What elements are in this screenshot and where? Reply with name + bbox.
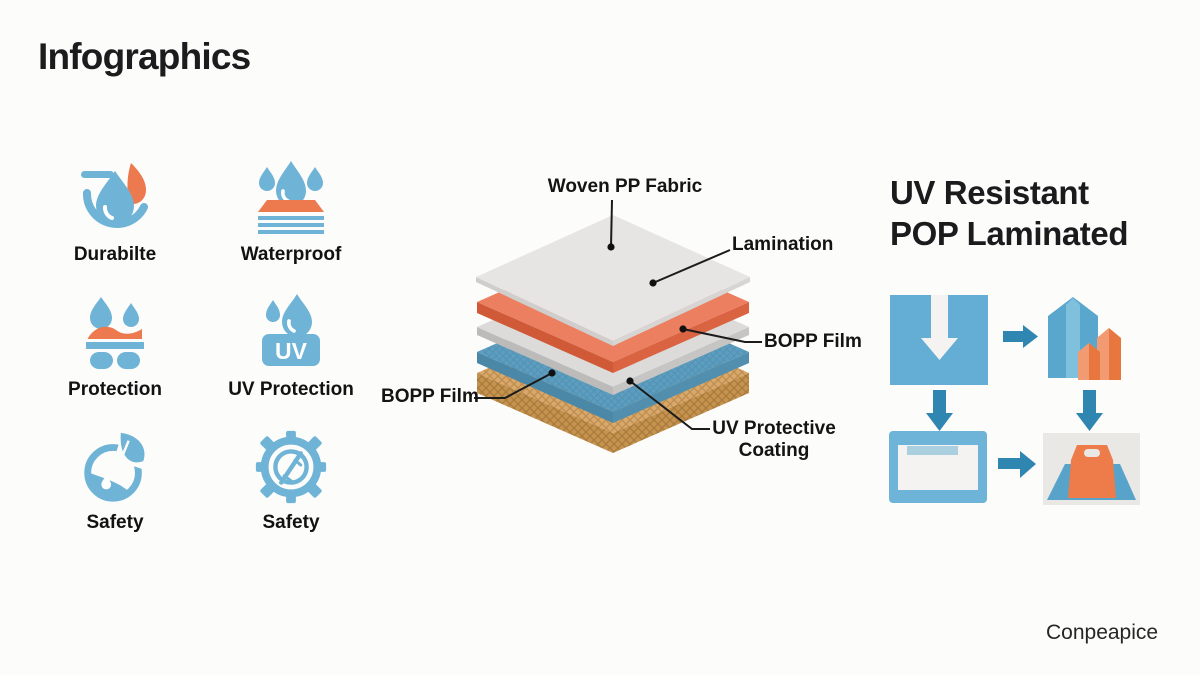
protection-drops-icon [86, 297, 144, 369]
leaf-safety-icon [84, 431, 154, 502]
label-uv-protective-line2: Coating [738, 440, 810, 461]
process-heading: UV Resistant POP Laminated [890, 172, 1129, 254]
feature-label: Safety [262, 512, 320, 533]
feature-protection: Protection [27, 293, 203, 401]
laminate-pouch-icon [889, 431, 987, 503]
feature-label: UV Protection [228, 379, 354, 400]
label-woven-pp-fabric: Woven PP Fabric [547, 176, 703, 197]
package-box-icon [1048, 297, 1121, 380]
arrow-down-icon [1076, 390, 1103, 431]
label-bopp-film-left: BOPP Film [381, 386, 479, 407]
label-lamination: Lamination [732, 234, 834, 255]
uv-shield-icon: UV [262, 294, 320, 366]
arrow-right-icon [1003, 325, 1038, 348]
label-uv-protective-coating: UV Protective Coating [708, 418, 840, 462]
feature-uv-protection: UV UV Protection [203, 293, 379, 401]
brand-text: Conpeapice [1046, 621, 1159, 644]
feature-durability: Durabilte [27, 158, 203, 266]
arrow-down-icon [926, 390, 953, 431]
feature-safety-gear: Safety [203, 428, 379, 534]
arrow-right-icon [998, 451, 1036, 478]
press-down-icon [890, 295, 988, 385]
feature-label: Waterproof [240, 244, 342, 265]
page-title: Infographics [38, 36, 251, 77]
leader-dots [548, 243, 687, 385]
layer-woven-pp [476, 215, 750, 346]
label-uv-protective-line1: UV Protective [712, 418, 836, 439]
waterproof-layers-icon [258, 161, 324, 234]
uv-badge-text: UV [275, 338, 308, 364]
layer-stack-diagram [474, 199, 762, 453]
feature-label: Protection [68, 379, 162, 400]
finished-bag-icon [1043, 433, 1140, 505]
feature-label: Safety [86, 512, 144, 533]
label-bopp-film-right: BOPP Film [764, 331, 862, 352]
feature-label: Durabilte [73, 244, 157, 265]
process-heading-line2: POP Laminated [890, 215, 1129, 252]
leader-lines [474, 199, 762, 430]
process-heading-line1: UV Resistant [890, 174, 1089, 211]
durability-drop-icon [81, 163, 148, 228]
process-flow-diagram [889, 295, 1140, 505]
gear-safety-icon [255, 430, 327, 504]
feature-waterproof: Waterproof [203, 158, 379, 266]
feature-safety-eco: Safety [27, 428, 203, 534]
